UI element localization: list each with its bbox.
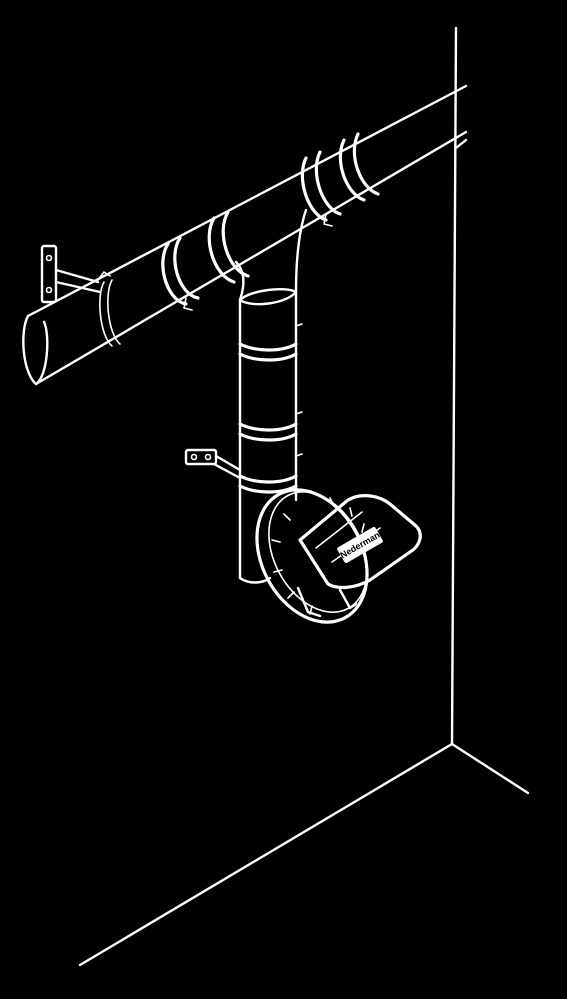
main-duct-clamp-2b [221,210,250,278]
main-duct-clamp-2 [207,216,236,284]
upper-bracket-plate [40,244,58,304]
mid-bracket-arm [212,454,242,480]
main-duct-top-edge [26,84,468,318]
vertical-clamp-3 [238,474,298,484]
wall-top-edge [454,138,468,150]
main-duct-clamp-3b [314,150,342,216]
main-duct-seam-1 [99,281,113,347]
floor-edge-left [78,742,454,967]
unit-badge-plate [337,526,383,564]
main-duct-open-end [22,314,49,386]
vertical-clamp-2b [238,432,298,442]
vertical-lug-3 [295,453,303,457]
wall-corner-edge [450,26,458,746]
tee-junction [234,208,308,302]
vertical-lug-1 [295,323,303,327]
hanger-tick-1 [97,271,111,281]
main-duct [22,84,468,386]
unit-housing-rim [268,491,368,613]
main-duct-clamp-4 [338,138,366,202]
vertical-clamp-2 [238,422,298,432]
upper-bracket-hole-1 [45,254,53,262]
unit-leg-back [338,588,358,610]
main-duct-clamp-1 [161,242,188,306]
unit-housing-ticks [271,497,365,615]
vertical-lug-2 [295,411,303,415]
main-duct-clamp-3 [300,156,328,222]
upper-wall-bracket [40,244,102,304]
unit-badge: Nederman [337,526,383,564]
upper-bracket-hole-2 [45,286,53,294]
room-corner [78,26,530,967]
vertical-clamp-1 [238,342,298,352]
mid-wall-bracket [184,448,242,480]
vertical-duct-ring-top [238,288,298,306]
mid-bracket-hole-1 [190,453,198,461]
main-duct-clamp-4b [352,132,380,196]
vertical-clamp-1b [238,352,298,362]
extraction-unit: Nederman [255,488,422,624]
main-duct-bottom-edge [34,130,468,386]
vertical-duct-elbow [238,576,272,584]
tee-right-curve [294,208,308,294]
vertical-clamp-3b [238,484,298,494]
unit-motor-cover [298,494,422,590]
hanger-tick-3 [323,213,333,227]
unit-housing [255,488,369,624]
tee-left-curve [234,260,245,302]
mid-bracket-hole-2 [204,453,212,461]
main-duct-seam-2 [107,279,121,345]
unit-leg-front [296,586,322,618]
vertical-duct [238,288,303,584]
upper-bracket-arm [54,268,102,294]
mid-bracket-plate [184,448,218,466]
hanger-tick-2 [183,297,193,311]
floor-edge-right [450,742,530,795]
main-duct-clamp-1b [173,236,200,300]
